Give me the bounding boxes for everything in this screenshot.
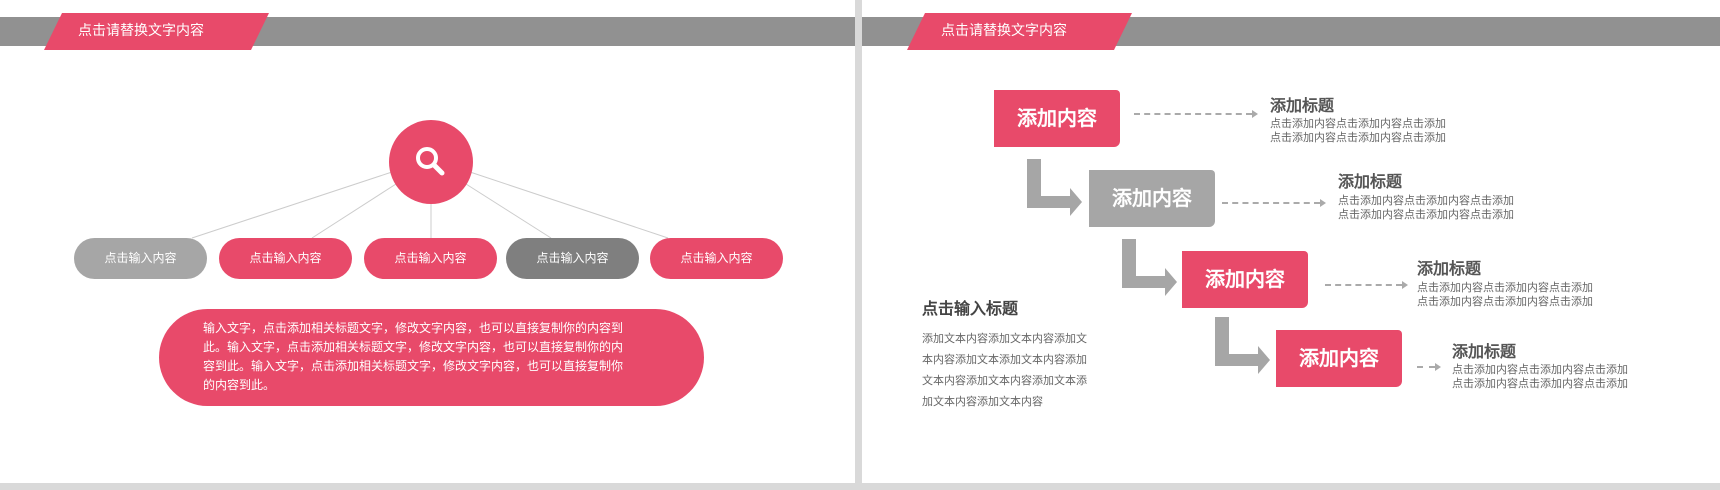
- left-slide: 点击请替换文字内容 点击输入内容 点击输入内容 点击输入内容 点击输入内容 点击…: [0, 0, 855, 483]
- pill-5[interactable]: 点击输入内容: [650, 238, 783, 279]
- header-tab: 点击请替换文字内容: [44, 13, 269, 50]
- step-title: 添加标题: [1270, 96, 1335, 115]
- right-slide: 点击请替换文字内容 添加内容 添加内容 添加内容 添加内容 添加标题 点击添加内…: [862, 0, 1720, 483]
- body-line: 输入文字，点击添加相关标题文字，修改文字内容，也可以直接复制你的内容到: [203, 321, 624, 335]
- step-arrows: [1027, 159, 1270, 374]
- dashed-arrow: [1134, 110, 1258, 118]
- arrow-icon: [1215, 317, 1270, 374]
- side-text: 添加文本内容添加文本内容添加文本内容添加文本添加文本内容添加文本内容添加文本内容…: [922, 332, 1087, 408]
- step-box-1: 添加内容: [994, 90, 1120, 147]
- header-tab: 点击请替换文字内容: [907, 13, 1132, 50]
- search-circle: [389, 120, 473, 204]
- pill-4[interactable]: 点击输入内容: [506, 238, 639, 279]
- step-desc: 点击添加内容点击添加内容点击添加点击添加内容点击添加内容点击添加: [1417, 281, 1593, 308]
- body-line: 的内容到此。: [203, 378, 276, 392]
- step-box-4: 添加内容: [1276, 330, 1402, 387]
- step-desc: 点击添加内容点击添加内容点击添加点击添加内容点击添加内容点击添加: [1270, 117, 1446, 144]
- dashed-arrow: [1222, 199, 1326, 207]
- step-title: 添加标题: [1417, 259, 1482, 278]
- body-text-box: 输入文字，点击添加相关标题文字，修改文字内容，也可以直接复制你的内容到 此。输入…: [159, 309, 704, 406]
- pill-3[interactable]: 点击输入内容: [364, 238, 497, 279]
- connector-lines: [191, 171, 669, 239]
- dashed-arrow: [1417, 363, 1441, 371]
- step-box-2: 添加内容: [1089, 170, 1215, 227]
- pill-1[interactable]: 点击输入内容: [74, 238, 207, 279]
- search-icon: [416, 147, 445, 176]
- step-desc: 点击添加内容点击添加内容点击添加点击添加内容点击添加内容点击添加: [1338, 194, 1514, 221]
- arrow-icon: [1027, 159, 1082, 216]
- body-line: 此。输入文字，点击添加相关标题文字，修改文字内容，也可以直接复制你的内: [203, 340, 624, 354]
- step-title: 添加标题: [1452, 342, 1517, 361]
- side-title: 点击输入标题: [922, 299, 1019, 318]
- step-desc: 点击添加内容点击添加内容点击添加点击添加内容点击添加内容点击添加: [1452, 363, 1628, 390]
- arrow-icon: [1122, 239, 1177, 296]
- pill-2[interactable]: 点击输入内容: [219, 238, 352, 279]
- dashed-arrow: [1325, 281, 1408, 289]
- step-title: 添加标题: [1338, 172, 1403, 191]
- step-box-3: 添加内容: [1182, 251, 1308, 308]
- body-line: 容到此。输入文字，点击添加相关标题文字，修改文字内容，也可以直接复制你: [203, 359, 624, 373]
